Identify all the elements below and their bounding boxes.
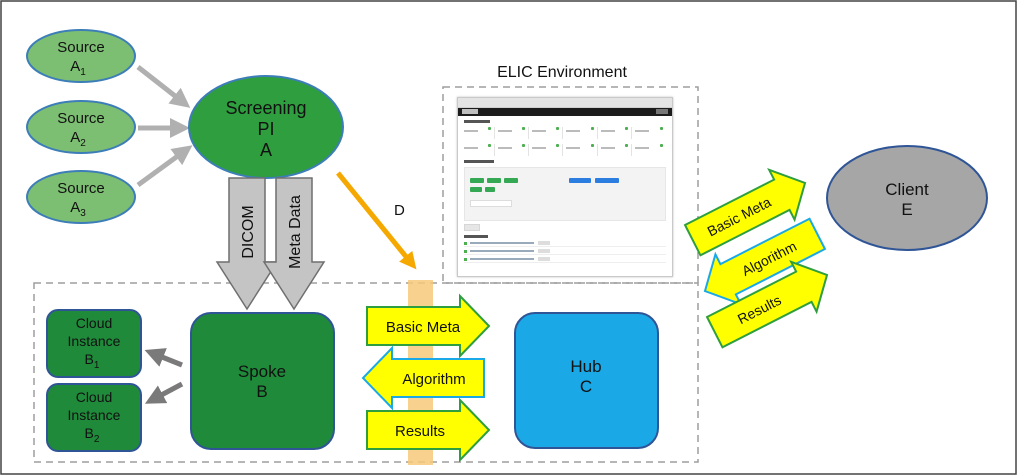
results-label: Results (395, 423, 445, 440)
experiments-heading-bar (464, 234, 672, 239)
run-algorithms-heading-bar (464, 159, 672, 164)
cloud-b2-id: B2 (85, 425, 100, 445)
spoke-label: Spoke (238, 362, 286, 381)
source-a1-arrow (136, 65, 191, 108)
client-algorithm-arrow (703, 217, 827, 307)
basic-meta-label: Basic Meta (386, 319, 461, 336)
cloud-b2-line1: Cloud (76, 389, 113, 405)
source-a1-id: A1 (70, 58, 86, 78)
cloud-b1-line2: Instance (68, 333, 121, 349)
client-label: Client (885, 180, 929, 199)
dicom-label: DICOM (240, 205, 257, 258)
cloud-b1-line1: Cloud (76, 315, 113, 331)
client-algorithm-arrow-group: Algorithm (703, 217, 827, 307)
cloud-instance-b1-node (46, 309, 142, 378)
app-navbar (458, 108, 672, 116)
source-a1-node (26, 29, 136, 83)
d-label: D (394, 202, 405, 219)
experiment-row (464, 257, 666, 263)
source-a1-label: Source (57, 39, 105, 56)
secure-zone-boundary (33, 282, 699, 463)
spoke-status-heading-bar (464, 119, 672, 124)
direct-access-arrow (336, 171, 417, 270)
screening-pi-node (188, 75, 344, 179)
experiment-row (464, 249, 666, 255)
meta-data-label: Meta Data (287, 195, 304, 269)
source-a2-id: A2 (70, 129, 86, 149)
browser-chrome (458, 98, 672, 108)
algorithm-arrow (361, 345, 485, 411)
meta-data-flow-arrow (262, 177, 326, 311)
hub-label: Hub (570, 357, 601, 376)
source-a3-node (26, 170, 136, 224)
source-a3-id: A3 (70, 199, 86, 219)
elic-web-interface-thumbnail (457, 97, 673, 277)
spoke-to-cloud-b2-arrow (144, 381, 184, 404)
basic-meta-arrow (366, 293, 491, 359)
hub-c-label: C (580, 377, 592, 396)
spoke-to-cloud-b1-arrow (144, 348, 183, 368)
source-a3-arrow (136, 145, 193, 188)
dicom-flow-arrow (215, 177, 279, 311)
algorithm-label: Algorithm (402, 371, 465, 388)
cloud-b1-id: B1 (85, 351, 100, 371)
cloud-b2-line2: Instance (68, 407, 121, 423)
experiment-row (464, 241, 666, 247)
hub-node (514, 312, 659, 449)
spoke-node (190, 312, 335, 450)
client-node (826, 145, 988, 251)
screening-label: Screening (225, 98, 306, 118)
screening-a-label: A (260, 140, 272, 160)
run-button-shape (464, 224, 480, 231)
elic-environment-label: ELIC Environment (497, 64, 627, 81)
cloud-instance-b2-node (46, 383, 142, 452)
spoke-status-grid (464, 127, 666, 156)
source-a2-node (26, 100, 136, 154)
screening-pi-label: PI (257, 119, 274, 139)
client-e-label: E (901, 200, 912, 219)
client-results-arrow-group: Results (705, 259, 829, 349)
spoke-b-label: B (256, 382, 267, 401)
run-algorithms-panel (464, 167, 666, 221)
results-arrow (366, 397, 491, 463)
source-a3-label: Source (57, 180, 105, 197)
client-basic-meta-arrow (683, 167, 807, 257)
source-a2-label: Source (57, 110, 105, 127)
client-results-arrow (705, 259, 829, 349)
